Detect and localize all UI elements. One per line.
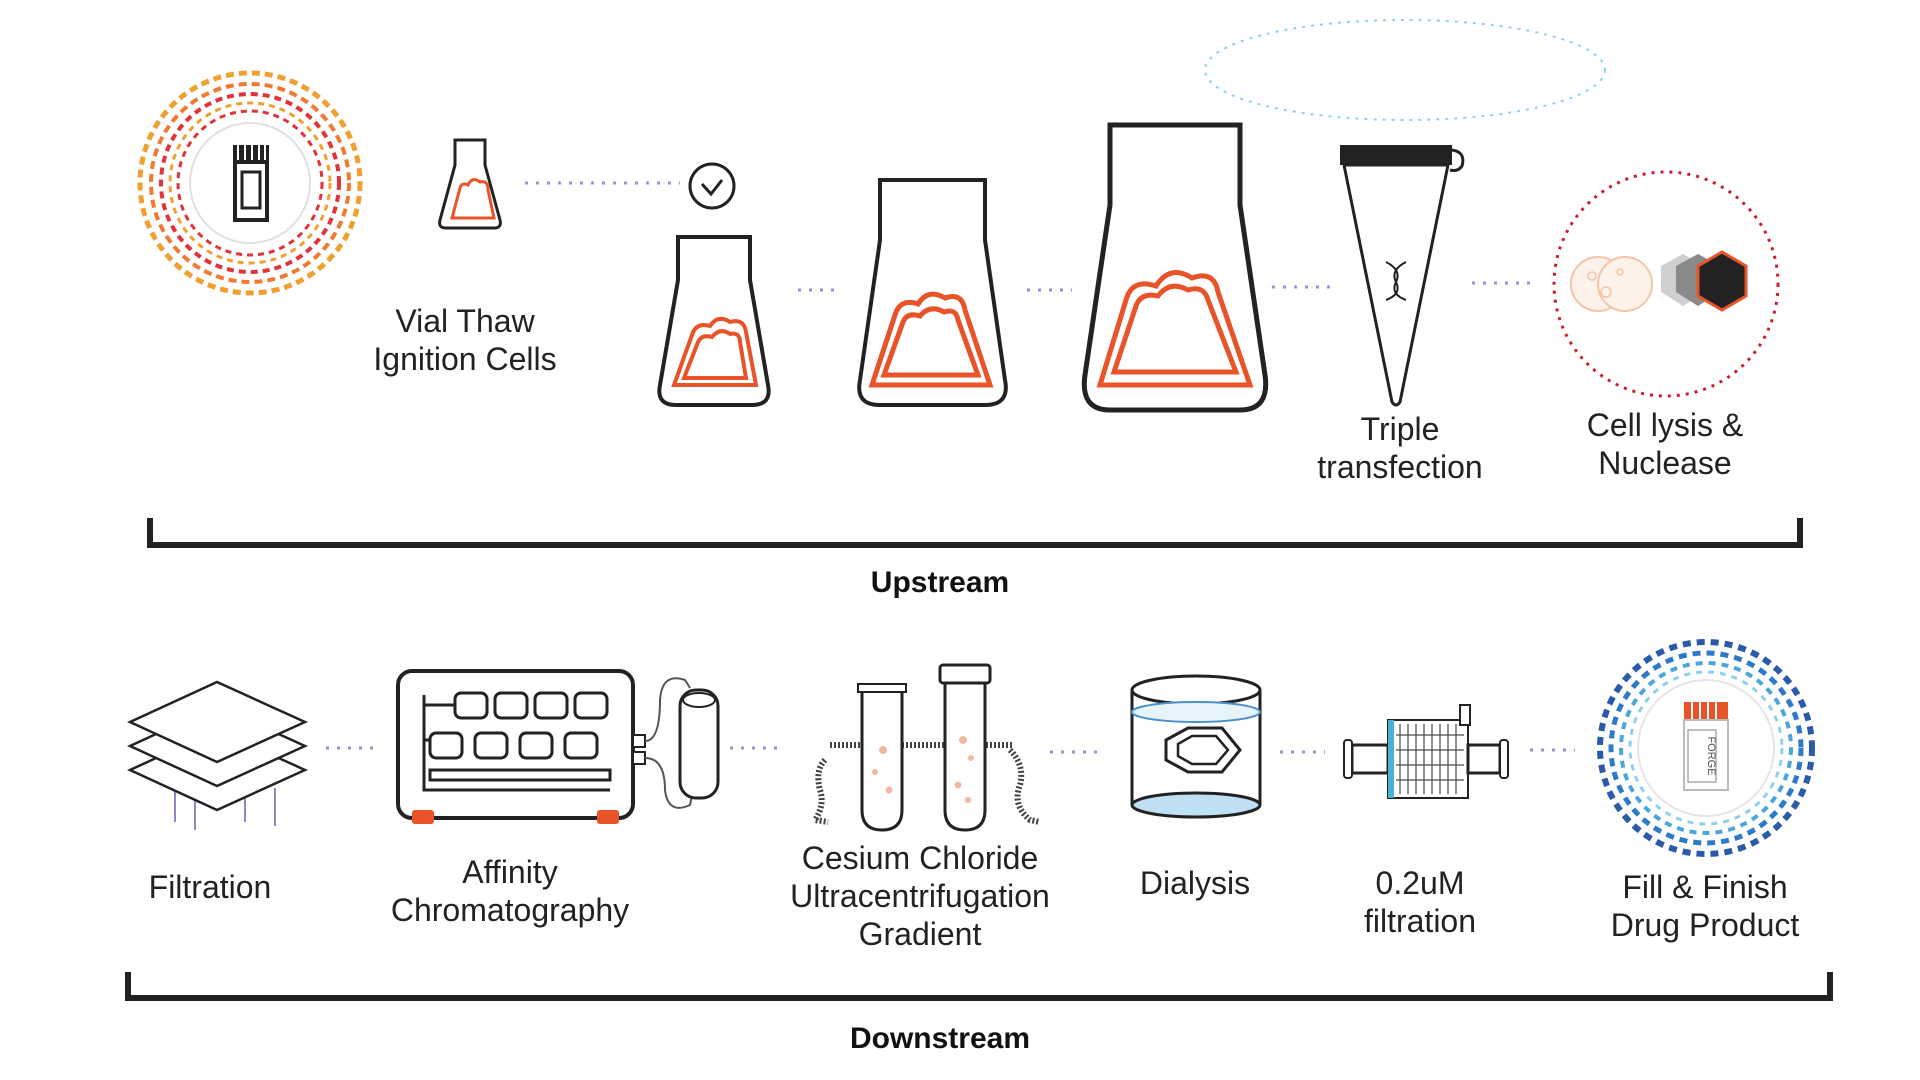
cell-lysis-icon [1552,170,1780,398]
step-label-line: Drug Product [1610,907,1800,943]
step-label-line: transfection [1317,449,1483,485]
step-label-cell-lysis: Cell lysis & Nuclease [1540,406,1790,482]
step-label-filtration: Filtration [110,868,310,906]
triple-transfection-tube-icon [1340,145,1465,407]
step-label-line: Nuclease [1598,445,1732,481]
chromatography-icon [396,669,720,824]
step-label-line: filtration [1363,903,1477,939]
drug-product-vial-icon: FORGE [1597,639,1815,857]
step-label-affinity-chromatography: Affinity Chromatography [370,853,650,929]
step-label-filtration-02um: 0.2uM filtration [1320,864,1520,940]
step-label-line: Chromatography [390,892,630,928]
upstream-bracket [147,518,1803,548]
downstream-bracket [125,972,1833,1001]
section-label-upstream: Upstream [870,566,1010,599]
step-label-vial-thaw: Vial Thaw Ignition Cells [330,302,600,378]
step-label-line: Dialysis [1139,865,1251,901]
vial-ring-icon [137,70,363,296]
decorative-ellipse [1204,19,1606,121]
step-label-triple-transfection: Triple transfection [1275,410,1525,486]
small-flask-icon [438,138,502,230]
centrifuge-tubes-icon [809,663,1041,832]
filter-stack-icon [127,680,309,830]
checkmark-icon [688,162,736,210]
step-label-line: Affinity [462,854,558,890]
step-label-line: Triple [1360,411,1440,447]
step-label-line: 0.2uM [1375,865,1465,901]
step-label-line: Ultracentrifugation [790,878,1050,914]
step-label-fill-finish: Fill & Finish Drug Product [1570,868,1840,944]
step-label-line: Cell lysis & [1586,407,1744,443]
vial-label: FORGE [1705,736,1717,775]
step-label-line: Cesium Chloride [801,840,1039,876]
step-label-line: Vial Thaw [395,303,535,339]
flask-icon [1081,122,1269,413]
section-label-downstream: Downstream [849,1022,1031,1055]
step-label-line: Gradient [858,916,982,952]
flask-icon [857,178,1008,407]
dialysis-icon [1130,674,1262,819]
step-label-line: Ignition Cells [373,341,557,377]
step-label-line: Fill & Finish [1622,869,1788,905]
flask-icon [657,235,771,407]
step-label-dialysis: Dialysis [1095,864,1295,902]
syringe-filter-icon [1343,704,1509,799]
step-label-cesium-chloride: Cesium Chloride Ultracentrifugation Grad… [760,839,1080,953]
step-label-line: Filtration [148,869,272,905]
